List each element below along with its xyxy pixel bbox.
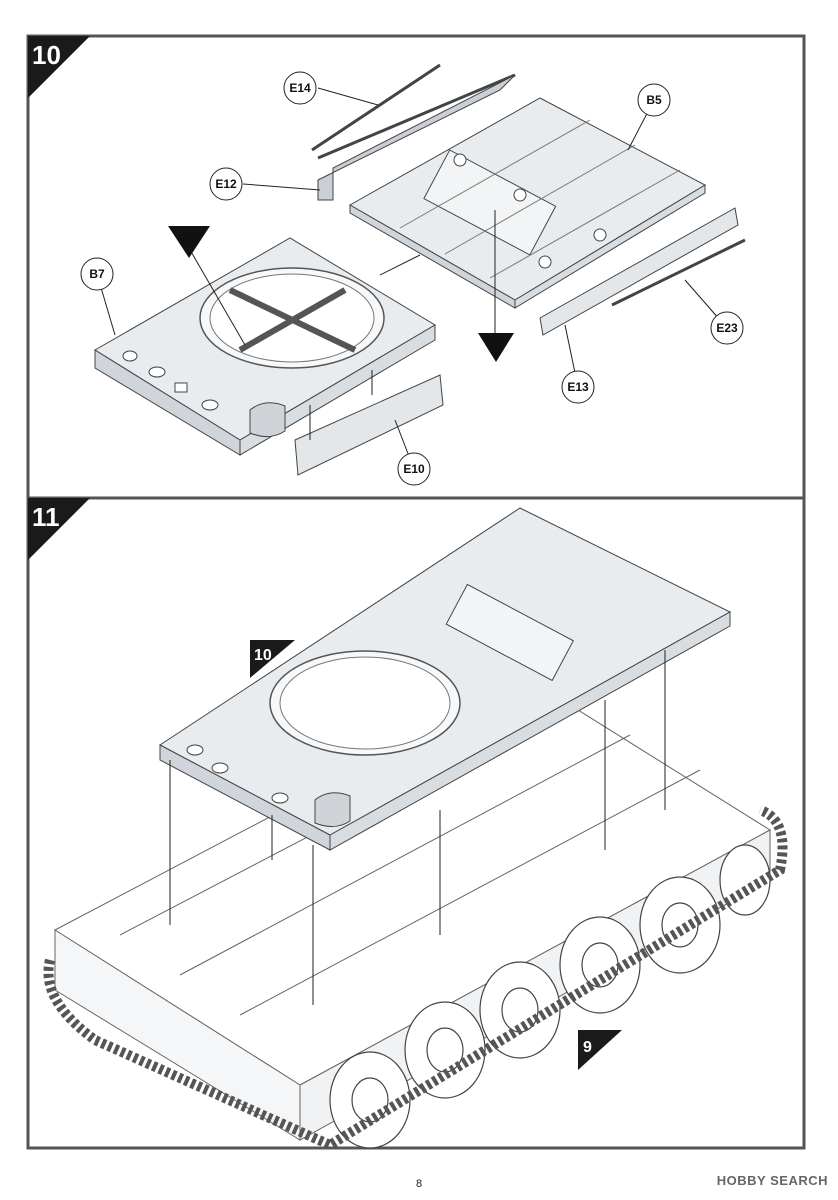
step-10-arrows — [181, 210, 496, 440]
part-callouts — [80, 71, 744, 486]
strip-e12 — [317, 74, 516, 201]
assembled-top-deck — [159, 507, 732, 851]
hull-top-plate-b7 — [94, 237, 436, 456]
part-label-b5: B5 — [646, 93, 662, 107]
part-label-e14: E14 — [289, 81, 311, 95]
part-label-e13: E13 — [567, 380, 589, 394]
ref-label-10: 10 — [254, 647, 272, 664]
road-wheels — [329, 844, 771, 1149]
page-number: 8 — [415, 1178, 423, 1190]
track — [43, 805, 788, 1151]
engine-deck-b5 — [348, 97, 707, 309]
part-callout-labels: E14 B5 E12 B7 E23 E13 E10 — [89, 81, 738, 476]
side-plate-e10 — [294, 374, 444, 476]
rail-e23 — [611, 238, 746, 307]
ref-marker-9 — [578, 1030, 622, 1070]
part-label-e23: E23 — [716, 321, 738, 335]
part-label-b7: B7 — [89, 267, 105, 281]
step-10-panel — [26, 34, 806, 500]
step-11-guides — [169, 650, 666, 1005]
pin-marker-top — [168, 226, 210, 258]
side-plate-e13 — [539, 207, 739, 336]
pin-marker-bottom — [478, 333, 514, 362]
rail-e14 — [311, 63, 516, 160]
ref-label-9: 9 — [583, 1039, 592, 1056]
step-number-11: 11 — [32, 502, 60, 532]
watermark: HOBBY SEARCH — [716, 1173, 828, 1188]
part-label-e12: E12 — [215, 177, 237, 191]
step-number-10: 10 — [32, 40, 61, 70]
part-label-e10: E10 — [403, 462, 425, 476]
ref-marker-10 — [250, 640, 295, 678]
